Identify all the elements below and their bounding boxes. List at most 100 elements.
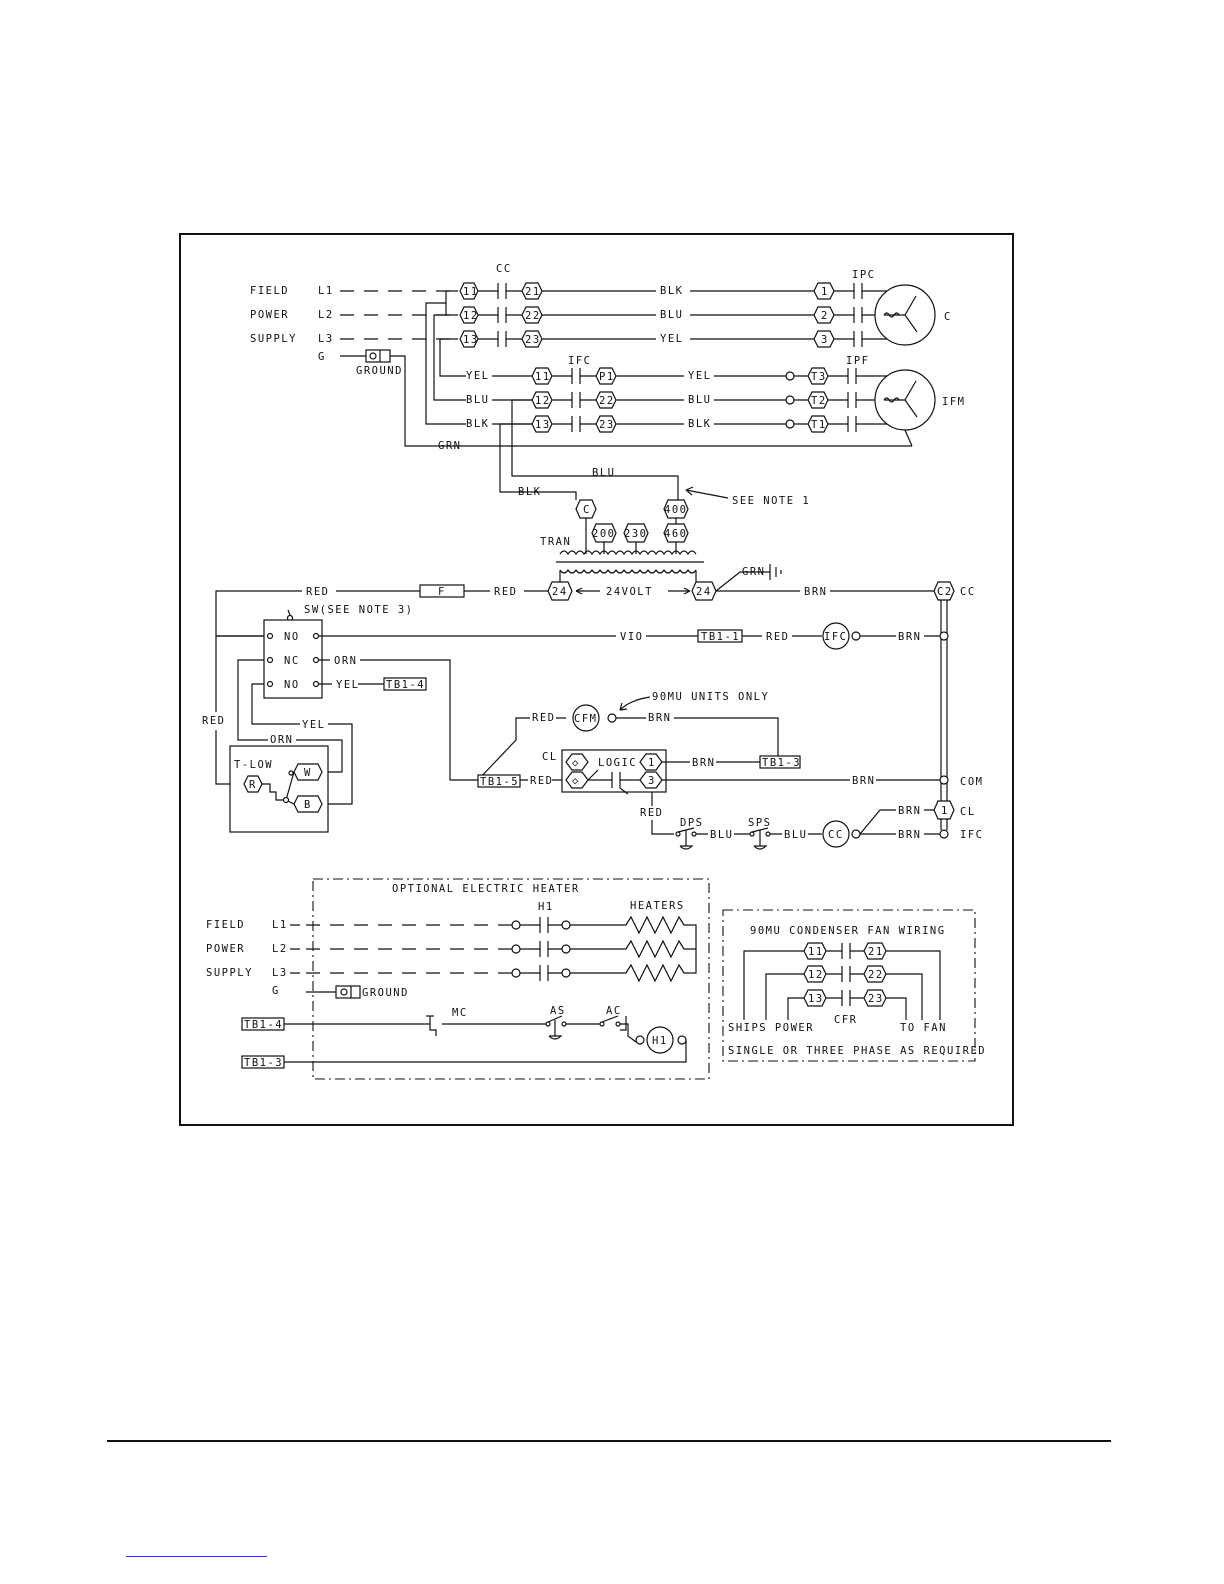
node-3-comp: 3: [813, 330, 835, 348]
heater-label-ground: GROUND: [362, 987, 409, 999]
label-ifc-right: IFC: [960, 829, 983, 841]
label-h1-contact: H1: [538, 901, 554, 913]
node-23-top: 23: [521, 330, 543, 348]
svg-text:◇: ◇: [572, 757, 580, 769]
fan-title: 90MU CONDENSER FAN WIRING: [750, 925, 946, 937]
wire-yel-5: YEL: [302, 719, 325, 731]
label-power: POWER: [250, 309, 289, 321]
node-22-top: 22: [521, 306, 543, 324]
svg-text:F: F: [438, 586, 446, 598]
label-tb1-1: TB1-1: [701, 631, 740, 643]
heater-label-l1: L1: [272, 919, 288, 931]
heater-label-field: FIELD: [206, 919, 245, 931]
label-ifc-top: IFC: [568, 355, 591, 367]
indoor-fan-motor: [874, 369, 936, 431]
node-23-ifc: 23: [595, 415, 617, 433]
t-low-r: R: [243, 775, 263, 793]
svg-text:11: 11: [463, 286, 479, 298]
svg-text:◇: ◇: [572, 775, 580, 787]
svg-text:12: 12: [463, 310, 479, 322]
fan-node-13: 13: [803, 989, 827, 1007]
label-c-motor: C: [944, 311, 952, 323]
label-phase-note: SINGLE OR THREE PHASE AS REQUIRED: [728, 1045, 986, 1057]
wire-red-7: RED: [640, 807, 663, 819]
fan-node-22: 22: [863, 965, 887, 983]
node-12-top: 12: [459, 306, 479, 324]
wire-red-5: RED: [532, 712, 555, 724]
svg-text:CC: CC: [828, 829, 844, 841]
heater-label-g: G: [272, 985, 280, 997]
wire-blk-2: BLK: [466, 418, 489, 430]
svg-text:21: 21: [525, 286, 541, 298]
wire-brn-6: BRN: [898, 805, 921, 817]
fan-node-11: 11: [803, 942, 827, 960]
node-1-comp: 1: [813, 282, 835, 300]
svg-text:1: 1: [941, 805, 949, 817]
wire-brn-5: BRN: [852, 775, 875, 787]
footer-link-underline: [126, 1556, 267, 1557]
wire-orn-1: ORN: [334, 655, 357, 667]
label-cc-right: CC: [960, 586, 976, 598]
wire-red-3: RED: [766, 631, 789, 643]
label-as: AS: [550, 1005, 566, 1017]
wire-red-6: RED: [530, 775, 553, 787]
t-low-w: W: [293, 763, 323, 781]
svg-text:12: 12: [808, 969, 824, 981]
node-11-top: 11: [459, 282, 479, 300]
cc-coil: CC: [822, 820, 850, 848]
node-11-ifc: 11: [531, 367, 553, 385]
label-ac: AC: [606, 1005, 622, 1017]
node-460: 460: [663, 523, 689, 543]
svg-text:1: 1: [821, 286, 829, 298]
svg-text:230: 230: [624, 528, 647, 540]
svg-text:400: 400: [664, 504, 687, 516]
sw-nc: NC: [284, 655, 300, 667]
label-supply: SUPPLY: [250, 333, 297, 345]
svg-text:13: 13: [535, 419, 551, 431]
fan-node-21: 21: [863, 942, 887, 960]
wire-blu-3: BLU: [688, 394, 711, 406]
diagram-frame: [179, 233, 1014, 1126]
label-tb1-3-bottom: TB1-3: [244, 1057, 283, 1069]
svg-text:21: 21: [868, 946, 884, 958]
svg-text:B: B: [304, 799, 312, 811]
heater-box: [312, 878, 710, 1080]
heater-label-l3: L3: [272, 967, 288, 979]
wire-yel-4: YEL: [336, 679, 359, 691]
svg-text:IFC: IFC: [824, 631, 847, 643]
heater-h1-coil: H1: [646, 1026, 674, 1054]
label-sps: SPS: [748, 817, 771, 829]
svg-text:P1: P1: [599, 371, 615, 383]
label-g: G: [318, 351, 326, 363]
label-t-low: T-LOW: [234, 759, 273, 771]
footer-rule: [107, 1440, 1111, 1442]
node-13-ifc: 13: [531, 415, 553, 433]
label-to-fan: TO FAN: [900, 1022, 947, 1034]
wire-yel-1: YEL: [660, 333, 683, 345]
svg-text:W: W: [304, 767, 312, 779]
label-dps: DPS: [680, 817, 703, 829]
wire-orn-2: ORN: [270, 734, 293, 746]
svg-text:11: 11: [535, 371, 551, 383]
label-l2: L2: [318, 309, 334, 321]
label-cc-top: CC: [496, 263, 512, 275]
svg-text:23: 23: [599, 419, 615, 431]
wire-red-2: RED: [306, 586, 329, 598]
svg-text:C: C: [583, 504, 591, 516]
svg-text:C2: C2: [937, 586, 953, 598]
wire-grn-2: GRN: [742, 566, 765, 578]
label-ifm: IFM: [942, 396, 965, 408]
wire-red-1: RED: [494, 586, 517, 598]
wire-blk-3: BLK: [688, 418, 711, 430]
svg-text:T2: T2: [811, 395, 827, 407]
label-com: COM: [960, 776, 983, 788]
svg-text:3: 3: [648, 775, 656, 787]
wire-brn-2: BRN: [898, 631, 921, 643]
label-tb1-3-top: TB1-3: [762, 757, 801, 769]
svg-text:22: 22: [868, 969, 884, 981]
label-l3: L3: [318, 333, 334, 345]
svg-text:460: 460: [664, 528, 687, 540]
label-ships-power: SHIPS POWER: [728, 1022, 814, 1034]
wire-vio: VIO: [620, 631, 643, 643]
